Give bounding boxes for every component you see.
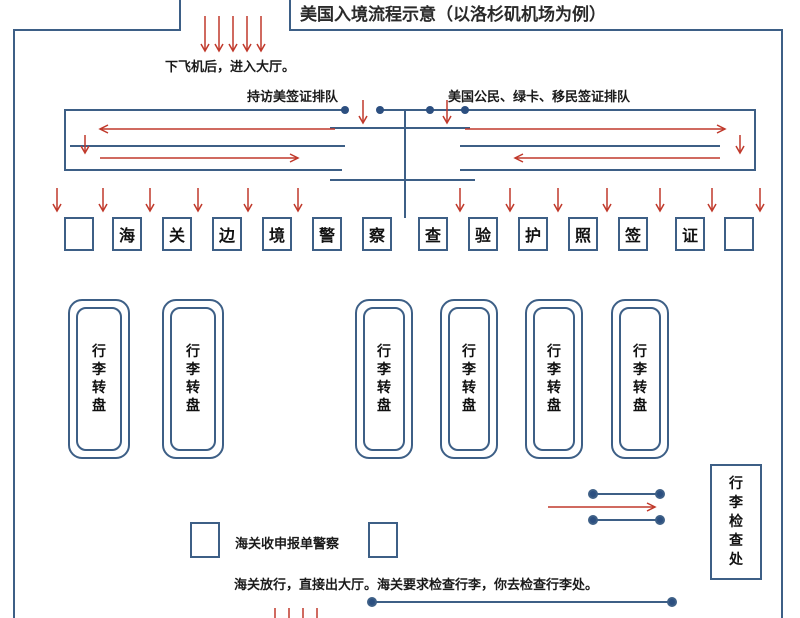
customs-box-right xyxy=(368,522,398,558)
booth xyxy=(64,217,94,251)
booth: 验 xyxy=(468,217,498,251)
hall-wall-right xyxy=(289,0,783,618)
hall-wall xyxy=(13,0,181,618)
inspection-arrow xyxy=(548,502,657,512)
customs-box-left xyxy=(190,522,220,558)
booth: 关 xyxy=(162,217,192,251)
baggage-carousel: 行李转盘 xyxy=(525,299,583,459)
booth: 签 xyxy=(618,217,648,251)
baggage-carousel: 行李转盘 xyxy=(611,299,669,459)
baggage-inspection-label: 行李检查处 xyxy=(729,475,743,568)
inspection-connectors xyxy=(367,489,677,607)
visa-queue-label: 持访美签证排队 xyxy=(247,90,339,105)
queue-arrows xyxy=(80,100,745,163)
baggage-carousel: 行李转盘 xyxy=(355,299,413,459)
queue-nodes xyxy=(341,106,469,114)
booth: 护 xyxy=(518,217,548,251)
baggage-carousel: 行李转盘 xyxy=(440,299,498,459)
baggage-inspection-box: 行李检查处 xyxy=(710,464,762,580)
booth xyxy=(724,217,754,251)
booth: 照 xyxy=(568,217,598,251)
baggage-carousel: 行李转盘 xyxy=(68,299,130,459)
queue-frame xyxy=(64,109,756,218)
exit-note: 海关放行，直接出大厅。海关要求检查行李，你去检查行李处。 xyxy=(234,578,599,593)
diagram-title: 美国入境流程示意（以洛杉矶机场为例） xyxy=(300,5,606,25)
booth-arrows xyxy=(52,188,765,213)
baggage-carousel: 行李转盘 xyxy=(162,299,224,459)
arrival-label: 下飞机后，进入大厅。 xyxy=(165,60,296,75)
entrance-arrows xyxy=(200,16,266,53)
booth: 查 xyxy=(418,217,448,251)
booth: 证 xyxy=(675,217,705,251)
booth: 察 xyxy=(362,217,392,251)
customs-form-label: 海关收申报单警察 xyxy=(235,537,340,552)
booth: 海 xyxy=(112,217,142,251)
exit-arrows xyxy=(274,608,318,618)
booth: 边 xyxy=(212,217,242,251)
booth: 警 xyxy=(312,217,342,251)
booth: 境 xyxy=(262,217,292,251)
citizen-queue-label: 美国公民、绿卡、移民签证排队 xyxy=(448,90,631,105)
